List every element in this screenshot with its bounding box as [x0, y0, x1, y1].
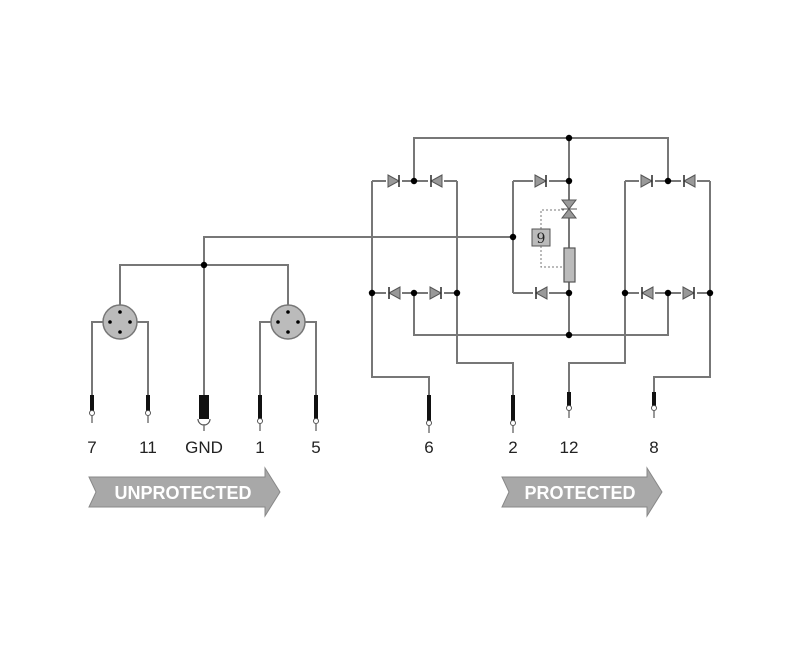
- connector-left-icon: [102, 304, 138, 340]
- diode-icon: [428, 174, 444, 188]
- diode-icon: [681, 286, 697, 300]
- junctions: [200, 134, 714, 339]
- pin-label: 12: [560, 438, 579, 457]
- junction-dot: [565, 177, 573, 185]
- connector-right-icon: [270, 304, 306, 340]
- diode-icon: [681, 174, 697, 188]
- protected-arrow: PROTECTED: [501, 466, 663, 518]
- junction-dot: [706, 289, 714, 297]
- pins: 7 11 GND 1 5 6 2 12 8: [87, 392, 659, 457]
- diode-icon: [533, 174, 549, 188]
- pin-terminal: 12: [560, 392, 579, 457]
- tvs-diode-icon: [560, 199, 578, 219]
- pin-terminal: 1: [255, 395, 265, 457]
- pin-label: 7: [87, 438, 96, 457]
- diode-icon: [639, 174, 655, 188]
- pin-label: 2: [508, 438, 517, 457]
- component-box-label: 9: [537, 231, 546, 247]
- junction-dot: [509, 233, 517, 241]
- pin-terminal: 2: [508, 395, 518, 457]
- junction-dot: [200, 261, 208, 269]
- protected-label: PROTECTED: [524, 483, 635, 503]
- junction-dot: [565, 331, 573, 339]
- pin-terminal: 5: [311, 395, 321, 457]
- thermal-link-box: 9: [531, 228, 551, 247]
- diodes: [386, 174, 697, 300]
- diode-icon: [639, 286, 655, 300]
- junction-dot: [368, 289, 376, 297]
- diode-icon: [428, 286, 444, 300]
- junction-dot: [664, 177, 672, 185]
- pin-label: 1: [255, 438, 264, 457]
- pin-terminal: GND: [185, 395, 223, 457]
- pin-label: 11: [139, 438, 157, 457]
- unprotected-arrow: UNPROTECTED: [88, 466, 281, 518]
- junction-dot: [621, 289, 629, 297]
- junction-dot: [565, 134, 573, 142]
- pin-label: 8: [649, 438, 658, 457]
- pin-terminal: 6: [424, 395, 434, 457]
- junction-dot: [410, 289, 418, 297]
- pin-terminal: 8: [649, 392, 659, 457]
- pin-label: GND: [185, 438, 223, 457]
- pin-label: 5: [311, 438, 320, 457]
- diode-icon: [386, 174, 402, 188]
- junction-dot: [664, 289, 672, 297]
- unprotected-label: UNPROTECTED: [114, 483, 251, 503]
- pin-terminal: 7: [87, 395, 97, 457]
- pin-terminal: 11: [139, 395, 157, 457]
- junction-dot: [565, 289, 573, 297]
- fuse-element: [563, 247, 576, 283]
- diode-icon: [533, 286, 549, 300]
- junction-dot: [453, 289, 461, 297]
- pin-label: 6: [424, 438, 433, 457]
- junction-dot: [410, 177, 418, 185]
- diode-icon: [386, 286, 402, 300]
